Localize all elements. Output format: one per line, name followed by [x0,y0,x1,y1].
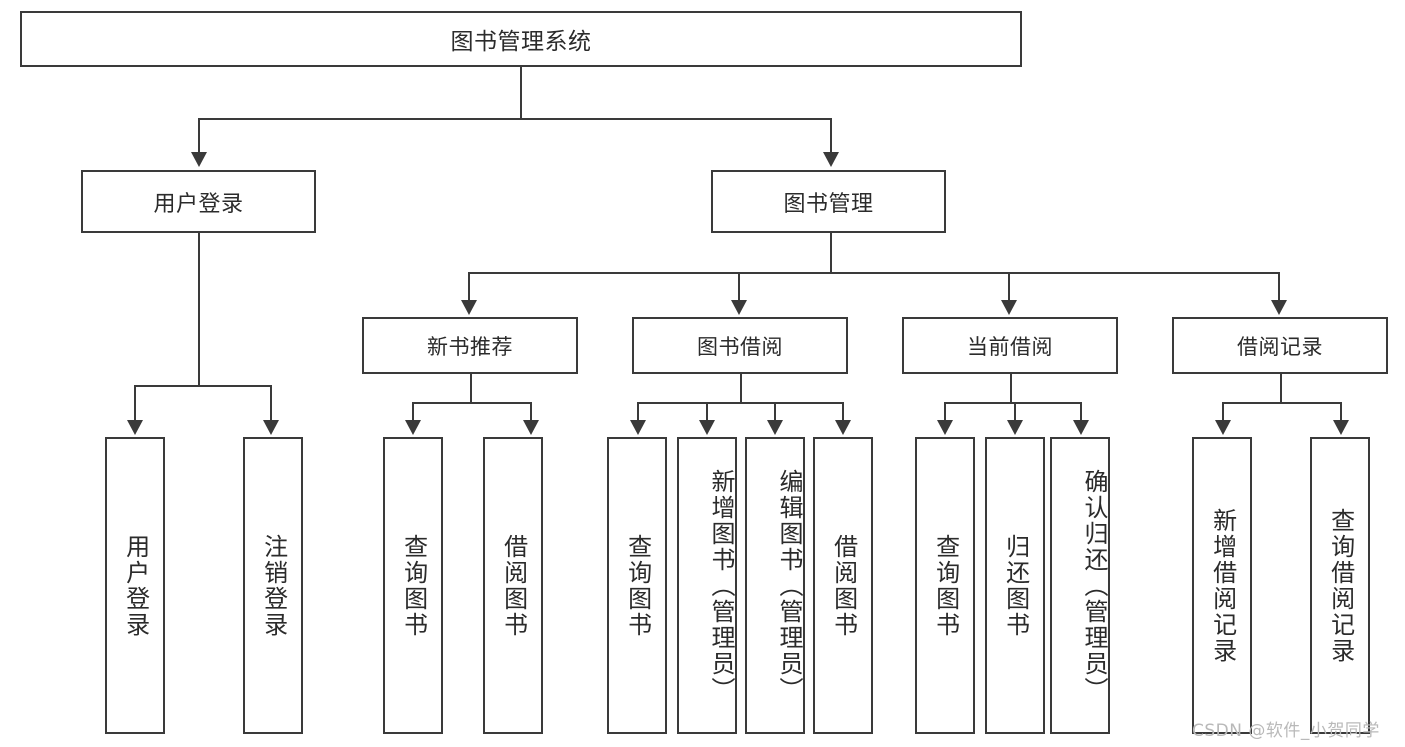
arrow-borrow-leaf-2 [699,420,715,435]
node-label: 归还图书 [1001,533,1030,638]
edge-user-login-bus [134,385,270,387]
edge-recommend-bus [412,402,530,404]
node-leaf-user-login[interactable]: 用户登录 [105,437,165,734]
arrow-to-user-login [191,152,207,167]
arrow-to-book-manage [823,152,839,167]
node-label: 图书借阅 [697,334,783,359]
node-leaf-query-borrow-record[interactable]: 查询借阅记录 [1310,437,1370,734]
node-leaf-edit-book-admin[interactable]: 编辑图书（管理员） [745,437,805,734]
node-label: 用户登录 [121,533,150,638]
edge-root-bus [198,118,832,120]
edge-level3-drop-4 [1278,272,1280,302]
node-label: 用户登录 [153,191,244,217]
edge-current-drop-2 [1014,402,1016,420]
node-leaf-return-book[interactable]: 归还图书 [985,437,1045,734]
edge-borrow-bus [637,402,843,404]
node-leaf-borrow-book-recommend[interactable]: 借阅图书 [483,437,543,734]
edge-record-stem [1280,374,1282,402]
node-label: 新增图书（管理员） [707,468,735,703]
node-label: 编辑图书（管理员） [775,468,803,703]
node-label: 图书管理系统 [450,29,592,55]
edge-borrow-stem [740,374,742,402]
arrow-record-leaf-2 [1333,420,1349,435]
node-leaf-add-book-admin[interactable]: 新增图书（管理员） [677,437,737,734]
node-user-login[interactable]: 用户登录 [81,170,316,233]
node-new-book-recommend[interactable]: 新书推荐 [362,317,578,374]
arrow-recommend-leaf-2 [523,420,539,435]
arrow-borrow-leaf-1 [630,420,646,435]
node-label: 查询借阅记录 [1326,507,1355,664]
node-label: 借阅图书 [499,533,528,638]
edge-user-login-stem [198,233,200,385]
edge-user-login-drop-1 [134,385,136,420]
node-label: 借阅图书 [829,533,858,638]
arrow-level3-1 [461,300,477,315]
edge-level3-drop-3 [1008,272,1010,302]
edge-record-bus [1222,402,1340,404]
node-leaf-add-borrow-record[interactable]: 新增借阅记录 [1192,437,1252,734]
edge-current-stem [1010,374,1012,402]
edge-user-login-drop-2 [270,385,272,420]
edge-borrow-drop-1 [637,402,639,420]
arrow-recommend-leaf-1 [405,420,421,435]
arrow-current-leaf-1 [937,420,953,435]
edge-current-bus [944,402,1080,404]
edge-current-drop-3 [1080,402,1082,420]
node-label: 当前借阅 [967,334,1053,359]
arrow-level3-3 [1001,300,1017,315]
node-leaf-query-book-current[interactable]: 查询图书 [915,437,975,734]
edge-current-drop-1 [944,402,946,420]
arrow-user-login-leaf-1 [127,420,143,435]
node-leaf-confirm-return-admin[interactable]: 确认归还（管理员） [1050,437,1110,734]
edge-recommend-stem [470,374,472,402]
arrow-record-leaf-1 [1215,420,1231,435]
node-label: 确认归还（管理员） [1080,468,1108,703]
node-label: 借阅记录 [1237,334,1323,359]
edge-to-book-manage [830,118,832,152]
edge-record-drop-2 [1340,402,1342,420]
edge-borrow-drop-2 [706,402,708,420]
node-label: 查询图书 [399,533,428,638]
node-leaf-query-book-recommend[interactable]: 查询图书 [383,437,443,734]
arrow-current-leaf-3 [1073,420,1089,435]
csdn-watermark: CSDN @软件_小贺同学 [1192,721,1380,741]
node-label: 新增借阅记录 [1208,507,1237,664]
node-label: 查询图书 [623,533,652,638]
edge-book-manage-stem [830,233,832,272]
node-leaf-borrow-book[interactable]: 借阅图书 [813,437,873,734]
node-book-borrow[interactable]: 图书借阅 [632,317,848,374]
edge-book-manage-bus [468,272,1280,274]
node-root-system[interactable]: 图书管理系统 [20,11,1022,67]
edge-level3-drop-1 [468,272,470,302]
arrow-level3-2 [731,300,747,315]
arrow-borrow-leaf-4 [835,420,851,435]
node-label: 查询图书 [931,533,960,638]
edge-recommend-drop-2 [530,402,532,420]
edge-recommend-drop-1 [412,402,414,420]
edge-record-drop-1 [1222,402,1224,420]
arrow-current-leaf-2 [1007,420,1023,435]
arrow-user-login-leaf-2 [263,420,279,435]
node-borrow-record[interactable]: 借阅记录 [1172,317,1388,374]
arrow-level3-4 [1271,300,1287,315]
node-current-borrow[interactable]: 当前借阅 [902,317,1118,374]
node-label: 注销登录 [259,533,288,638]
arrow-borrow-leaf-3 [767,420,783,435]
node-leaf-logout[interactable]: 注销登录 [243,437,303,734]
node-label: 新书推荐 [427,334,513,359]
edge-to-user-login [198,118,200,152]
node-book-manage[interactable]: 图书管理 [711,170,946,233]
edge-borrow-drop-3 [774,402,776,420]
edge-borrow-drop-4 [842,402,844,420]
node-label: 图书管理 [783,191,874,217]
node-leaf-query-book-borrow[interactable]: 查询图书 [607,437,667,734]
edge-root-stem [520,67,522,118]
edge-level3-drop-2 [738,272,740,302]
